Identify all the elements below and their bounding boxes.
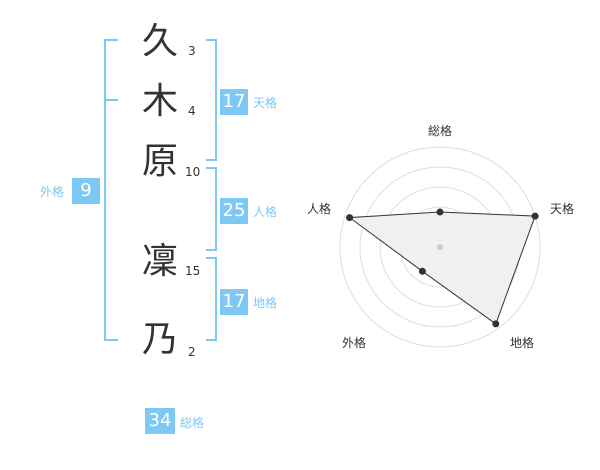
radar-polygon bbox=[348, 211, 536, 325]
tenkaku-label: 天格 bbox=[253, 96, 278, 110]
radar-label-jinkaku: 人格 bbox=[307, 201, 331, 216]
chikaku-bracket bbox=[206, 257, 217, 341]
name-char-2: 木 bbox=[141, 81, 178, 122]
chikaku-label: 地格 bbox=[253, 296, 278, 310]
radar-chart: 総格 天格 地格 外格 人格 bbox=[307, 123, 574, 350]
radar-point-chikaku bbox=[492, 320, 500, 328]
stroke-count-1: 3 bbox=[188, 44, 196, 58]
tenkaku-bracket bbox=[206, 39, 217, 161]
jinkaku-label: 人格 bbox=[253, 205, 278, 219]
radar-points bbox=[346, 208, 539, 328]
radar-point-gaikaku bbox=[418, 267, 426, 275]
stroke-count-4: 15 bbox=[185, 264, 201, 278]
radar-point-soukaku bbox=[436, 208, 444, 216]
gaikaku-bracket bbox=[104, 39, 118, 341]
radar-label-chikaku: 地格 bbox=[510, 335, 534, 350]
gaikaku-value-badge: 9 bbox=[72, 178, 100, 204]
jinkaku-value-badge: 25 bbox=[220, 198, 248, 224]
radar-label-tenkaku: 天格 bbox=[550, 201, 574, 216]
stroke-count-3: 10 bbox=[185, 165, 201, 179]
jinkaku-bracket bbox=[206, 167, 217, 251]
radar-label-soukaku: 総格 bbox=[428, 123, 452, 138]
name-char-5: 乃 bbox=[141, 319, 178, 360]
radar-center-dot bbox=[437, 244, 443, 250]
name-char-4: 凜 bbox=[141, 241, 178, 282]
radar-point-tenkaku bbox=[531, 212, 539, 220]
name-char-3: 原 bbox=[141, 141, 178, 182]
stroke-count-5: 2 bbox=[188, 345, 196, 359]
name-char-1: 久 bbox=[141, 21, 178, 62]
stroke-count-2: 4 bbox=[188, 104, 196, 118]
gaikaku-label: 外格 bbox=[40, 185, 65, 199]
chikaku-value-badge: 17 bbox=[220, 289, 248, 315]
soukaku-value-badge: 34 bbox=[145, 408, 175, 434]
radar-label-gaikaku: 外格 bbox=[342, 335, 366, 350]
radar-ring-5 bbox=[339, 146, 541, 348]
tenkaku-value-badge: 17 bbox=[220, 89, 248, 115]
radar-point-jinkaku bbox=[346, 214, 354, 222]
soukaku-label: 総格 bbox=[180, 416, 205, 430]
